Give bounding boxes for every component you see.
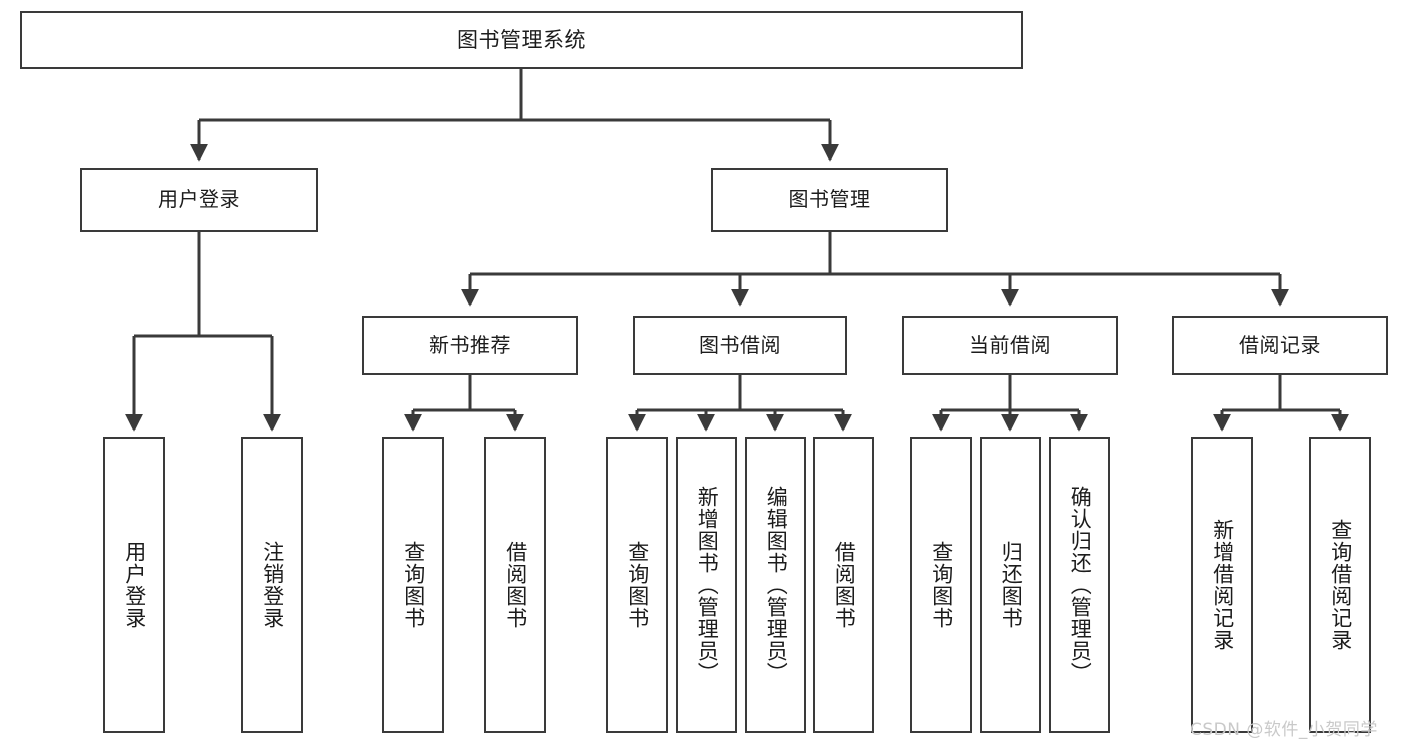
node-label: 图书管理系统 xyxy=(457,27,586,52)
node-label: 查询图书 xyxy=(625,541,650,629)
node-label: 借阅图书 xyxy=(503,541,528,629)
node-label: 确认归还（管理员） xyxy=(1068,486,1093,684)
node-label: 当前借阅 xyxy=(969,332,1051,357)
leaf-book-borrow-add-book-admin[interactable]: 新增图书（管理员） xyxy=(676,437,737,733)
leaf-book-borrow-query-book[interactable]: 查询图书 xyxy=(606,437,668,733)
node-label: 注销登录 xyxy=(260,541,285,629)
leaf-book-borrow-borrow-book[interactable]: 借阅图书 xyxy=(813,437,874,733)
node-root-book-management-system[interactable]: 图书管理系统 xyxy=(20,11,1023,69)
node-label: 查询图书 xyxy=(929,541,954,629)
node-label: 新增图书（管理员） xyxy=(695,486,720,684)
node-label: 用户登录 xyxy=(122,541,147,629)
node-label: 查询借阅记录 xyxy=(1328,519,1353,651)
node-label: 新增借阅记录 xyxy=(1210,519,1235,651)
leaf-new-book-borrow-book[interactable]: 借阅图书 xyxy=(484,437,546,733)
node-book-borrow[interactable]: 图书借阅 xyxy=(633,316,847,375)
leaf-user-login-login[interactable]: 用户登录 xyxy=(103,437,165,733)
leaf-current-borrow-return-book[interactable]: 归还图书 xyxy=(980,437,1041,733)
leaf-current-borrow-query-book[interactable]: 查询图书 xyxy=(910,437,972,733)
node-label: 借阅记录 xyxy=(1239,332,1321,357)
node-borrow-record[interactable]: 借阅记录 xyxy=(1172,316,1388,375)
node-label: 图书借阅 xyxy=(699,332,781,357)
node-current-borrow[interactable]: 当前借阅 xyxy=(902,316,1118,375)
node-user-login[interactable]: 用户登录 xyxy=(80,168,318,232)
leaf-borrow-record-add-record[interactable]: 新增借阅记录 xyxy=(1191,437,1253,733)
node-label: 编辑图书（管理员） xyxy=(764,486,789,684)
leaf-new-book-query-book[interactable]: 查询图书 xyxy=(382,437,444,733)
node-label: 归还图书 xyxy=(999,541,1024,629)
node-book-management[interactable]: 图书管理 xyxy=(711,168,948,232)
node-label: 借阅图书 xyxy=(832,541,857,629)
leaf-book-borrow-edit-book-admin[interactable]: 编辑图书（管理员） xyxy=(745,437,806,733)
leaf-borrow-record-query-record[interactable]: 查询借阅记录 xyxy=(1309,437,1371,733)
node-label: 查询图书 xyxy=(401,541,426,629)
leaf-user-login-logout[interactable]: 注销登录 xyxy=(241,437,303,733)
node-label: 新书推荐 xyxy=(429,332,511,357)
node-label: 用户登录 xyxy=(158,187,240,212)
leaf-current-borrow-confirm-return-admin[interactable]: 确认归还（管理员） xyxy=(1049,437,1110,733)
node-new-book-recommend[interactable]: 新书推荐 xyxy=(362,316,578,375)
node-label: 图书管理 xyxy=(788,187,871,212)
